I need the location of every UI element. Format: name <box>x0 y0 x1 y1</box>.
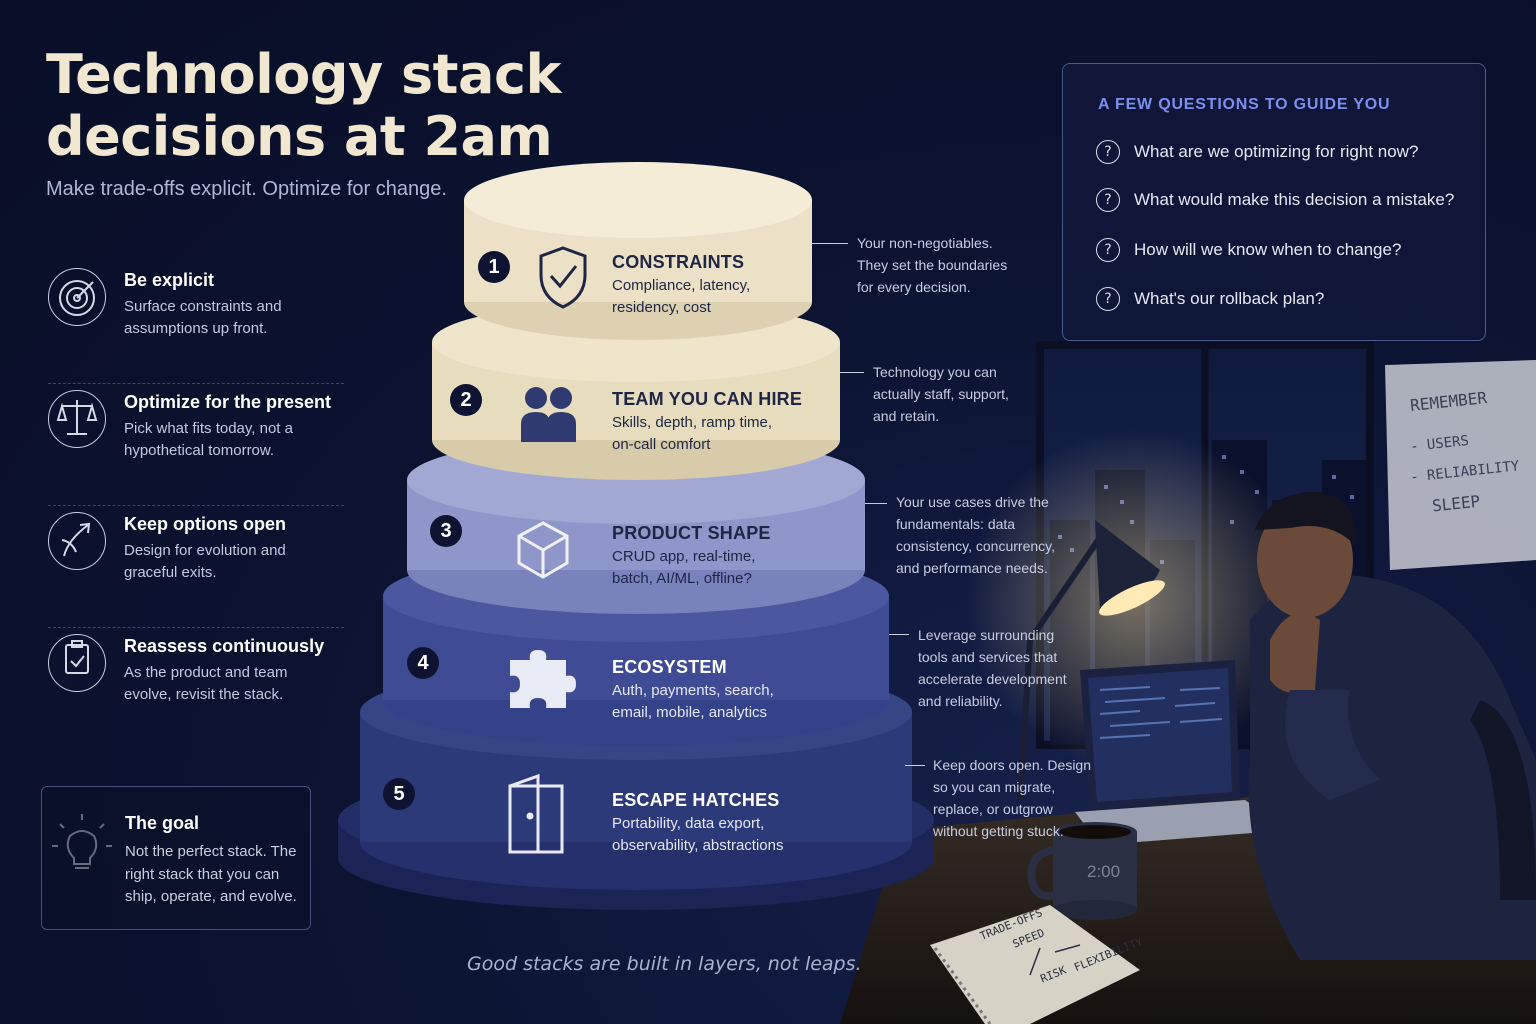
layer-5-number: 5 <box>383 778 415 810</box>
goal-title: The goal <box>125 813 200 833</box>
goal-desc: Not the perfect stack. The right stack t… <box>125 843 297 905</box>
person-thinking <box>1248 491 1536 960</box>
principle-desc: Surface constraints and assumptions up f… <box>124 298 282 337</box>
question-item: ? What's our rollback plan? <box>1096 286 1324 312</box>
principle-desc: Design for evolution and graceful exits. <box>124 542 286 581</box>
layer-stack <box>338 162 934 910</box>
questions-heading: A FEW QUESTIONS TO GUIDE YOU <box>1098 96 1391 113</box>
principle-title: Be explicit <box>124 270 215 290</box>
layer-2-connector <box>840 372 864 373</box>
principle-icon-frame <box>48 634 106 692</box>
principle-keep-options-open: Keep options open Design for evolution a… <box>48 506 344 628</box>
tagline: Good stacks are built in layers, not lea… <box>467 953 862 975</box>
layer-3-desc: CRUD app, real-time, batch, AI/ML, offli… <box>612 548 756 587</box>
layer-1-cylinder <box>464 162 812 340</box>
principle-be-explicit: Be explicit Surface constraints and assu… <box>48 262 344 384</box>
question-text: What would make this decision a mistake? <box>1134 190 1455 209</box>
layer-5-desc: Portability, data export, observability,… <box>612 815 784 854</box>
principle-icon-frame <box>48 390 106 448</box>
page-title: Technology stack decisions at 2am <box>46 43 561 168</box>
layer-5-note: Keep doors open. Design so you can migra… <box>933 757 1091 839</box>
layer-1-note: Your non-negotiables. They set the bound… <box>857 235 1008 295</box>
coffee-mug <box>1027 822 1137 920</box>
layer-1-connector <box>812 243 848 244</box>
door-icon <box>508 773 564 854</box>
layer-2-number: 2 <box>450 384 482 416</box>
principles-list: Be explicit Surface constraints and assu… <box>48 262 344 750</box>
question-item: ? What are we optimizing for right now? <box>1096 139 1418 165</box>
layer-2-title: TEAM YOU CAN HIRE <box>612 389 803 409</box>
layer-4-desc: Auth, payments, search, email, mobile, a… <box>612 682 774 721</box>
puzzle-icon <box>510 650 576 708</box>
notebook <box>930 905 1140 1024</box>
goal-box: The goal Not the perfect stack. The righ… <box>41 786 311 930</box>
mug-time-label: 2:00 <box>1087 862 1121 881</box>
people-icon <box>521 387 576 442</box>
layer-4-title: ECOSYSTEM <box>612 657 727 677</box>
layer-3-number: 3 <box>430 515 462 547</box>
layer-1-number: 1 <box>478 251 510 283</box>
layer-3-note: Your use cases drive the fundamentals: d… <box>896 494 1055 576</box>
principle-title: Reassess continuously <box>124 636 325 656</box>
layer-4-connector <box>889 634 909 635</box>
layer-4-note: Leverage surrounding tools and services … <box>918 627 1067 709</box>
layer-1-desc: Compliance, latency, residency, cost <box>612 277 751 316</box>
layer-4-number: 4 <box>407 647 439 679</box>
question-mark-icon: ? <box>1096 238 1120 262</box>
layer-3-title: PRODUCT SHAPE <box>612 523 771 543</box>
layer-5-connector <box>905 765 925 766</box>
question-text: How will we know when to change? <box>1134 240 1402 259</box>
chair <box>1470 700 1536 900</box>
principle-title: Keep options open <box>124 514 286 534</box>
desk-lamp <box>1017 520 1165 801</box>
question-text: What's our rollback plan? <box>1134 289 1325 308</box>
question-mark-icon: ? <box>1096 140 1120 164</box>
question-text: What are we optimizing for right now? <box>1134 142 1419 161</box>
guiding-questions-panel: A FEW QUESTIONS TO GUIDE YOU ? What are … <box>1062 63 1486 341</box>
principle-icon-frame <box>48 512 106 570</box>
shield-check-icon <box>539 246 587 309</box>
principle-icon-frame <box>48 268 106 326</box>
layer-2-desc: Skills, depth, ramp time, on-call comfor… <box>612 414 773 453</box>
laptop <box>1075 660 1290 845</box>
whiteboard <box>1385 360 1536 570</box>
question-mark-icon: ? <box>1096 287 1120 311</box>
principle-optimize-present: Optimize for the present Pick what fits … <box>48 384 344 506</box>
layer-1-title: CONSTRAINTS <box>612 252 745 272</box>
question-item: ? What would make this decision a mistak… <box>1096 187 1454 213</box>
layer-3-connector <box>865 503 887 504</box>
principle-desc: Pick what fits today, not a hypothetical… <box>124 420 293 459</box>
page-subtitle: Make trade-offs explicit. Optimize for c… <box>46 178 447 200</box>
principle-title: Optimize for the present <box>124 392 332 412</box>
question-mark-icon: ? <box>1096 188 1120 212</box>
principle-reassess: Reassess continuously As the product and… <box>48 628 344 750</box>
layer-5-title: ESCAPE HATCHES <box>612 790 780 810</box>
layer-2-note: Technology you can actually staff, suppo… <box>873 364 1009 424</box>
question-item: ? How will we know when to change? <box>1096 237 1401 263</box>
cube-icon <box>517 521 569 579</box>
principle-desc: As the product and team evolve, revisit … <box>124 664 288 703</box>
